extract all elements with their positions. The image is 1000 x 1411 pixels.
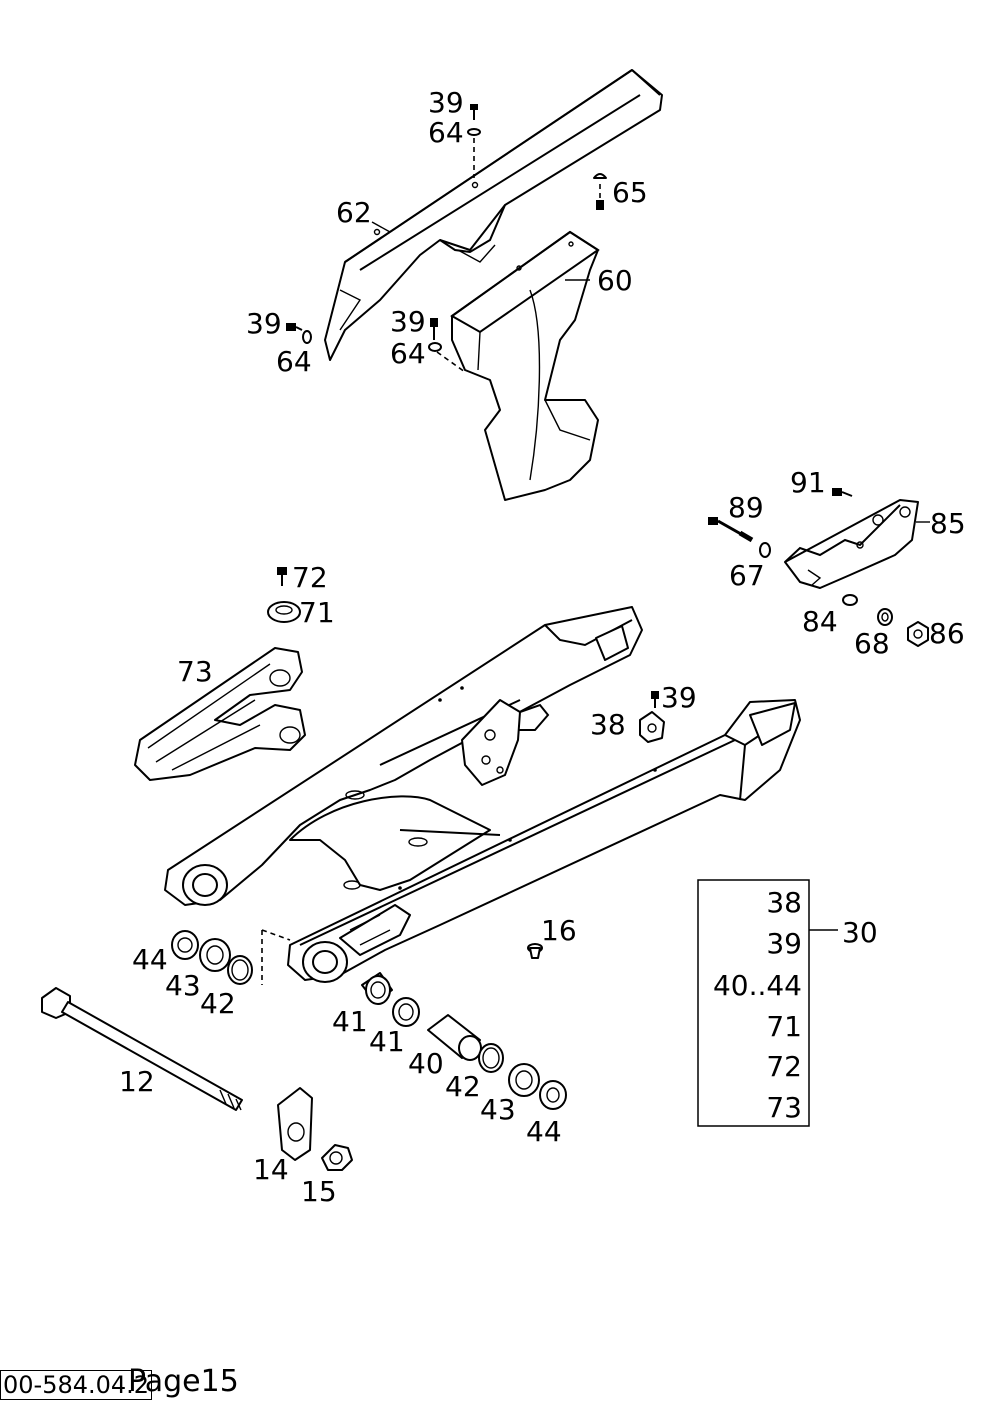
kit-item: 73 [766,1091,802,1124]
callout-42: 42 [445,1070,481,1103]
callout-62: 62 [336,196,372,229]
clip-38-icon [639,711,665,743]
kit-item: 38 [766,886,802,919]
screw-39-top-icon [467,104,481,178]
chain-guard-upper-part [324,69,663,361]
callout-84: 84 [802,605,838,638]
screw-39-left-icon [286,323,312,344]
callout-73: 73 [177,655,213,688]
callout-39: 39 [428,86,464,119]
callout-38: 38 [590,708,626,741]
callout-39: 39 [246,307,282,340]
right-bearing-stack-part [361,972,567,1110]
nut-15-icon [321,1144,353,1171]
callout-65: 65 [612,176,648,209]
document-code: 00-584.04.2 [0,1370,153,1400]
callout-85: 85 [930,507,966,540]
page-number: Page15 [128,1364,239,1399]
kit-label: 30 [842,916,878,949]
washer-67-icon [759,542,771,558]
callout-68: 68 [854,627,890,660]
callout-41: 41 [369,1025,405,1058]
screw-72-icon [277,567,287,586]
callout-67: 67 [729,559,765,592]
left-bearing-stack-part [171,929,291,985]
washer-68-icon [877,608,893,626]
callout-44: 44 [132,943,168,976]
kit-item: 39 [766,927,802,960]
callout-44: 44 [526,1115,562,1148]
callout-86: 86 [929,617,965,650]
callout-14: 14 [253,1153,289,1186]
callout-16: 16 [541,914,577,947]
chain-guard-lower-part [450,230,600,501]
chain-slider-part [784,499,919,589]
callout-12: 12 [119,1065,155,1098]
callout-64: 64 [276,345,312,378]
kit-item: 72 [766,1050,802,1083]
callout-64: 64 [428,116,464,149]
nut-86-icon [907,621,929,647]
chain-adjuster-14-part [277,1087,313,1161]
callout-43: 43 [480,1093,516,1126]
swingarm-body-part [164,606,801,983]
pivot-bolt-12-part [41,987,243,1111]
callout-labels: 39 64 65 62 60 39 64 39 64 91 89 85 67 8… [119,86,966,1208]
chain-sliding-guard-73-part [134,647,306,781]
leader-lines [371,221,930,523]
callout-72: 72 [292,561,328,594]
callout-64: 64 [390,337,426,370]
callout-43: 43 [165,969,201,1002]
callout-15: 15 [301,1175,337,1208]
callout-89: 89 [728,491,764,524]
callout-39: 39 [390,305,426,338]
washer-84-icon [842,594,858,606]
callout-39: 39 [661,681,697,714]
callout-71: 71 [299,596,335,629]
callout-60: 60 [597,264,633,297]
screw-65-icon [593,173,607,210]
callout-42: 42 [200,987,236,1020]
callout-40: 40 [408,1047,444,1080]
kit-box: 38 39 40..44 71 72 73 30 [697,879,878,1127]
bolt-89-icon [708,517,754,543]
plug-16-icon [527,943,543,959]
washer-71-icon [267,601,301,623]
screw-39-mid-icon [428,318,466,373]
kit-item: 71 [766,1010,802,1043]
callout-91: 91 [790,466,826,499]
screw-39-clip-icon [651,691,659,708]
kit-item: 40..44 [713,969,802,1002]
callout-41: 41 [332,1005,368,1038]
